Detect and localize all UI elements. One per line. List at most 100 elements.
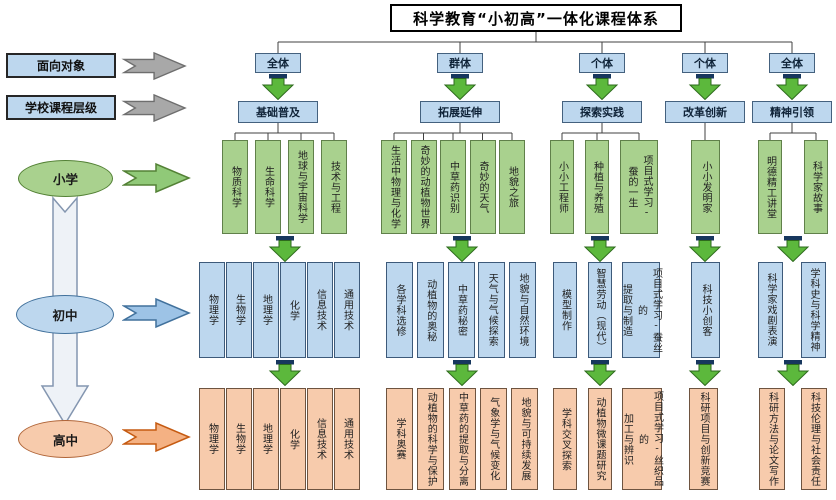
course-row: 生活中物理与化学奇妙的动植物世界中草药识别奇妙的天气地貌之旅: [381, 140, 525, 234]
audience-box: 全体: [769, 53, 815, 73]
course-box: 通用技术: [334, 388, 360, 490]
course-box: 模型制作: [553, 262, 577, 358]
level-box: 探索实践: [562, 101, 642, 123]
course-box: 生物学: [226, 262, 252, 358]
course-box: 各学科选修: [386, 262, 413, 358]
course-box: 科学家戏剧表演: [758, 262, 783, 358]
course-box: 科学家故事: [804, 140, 828, 234]
course-row: 学科交叉探索动植物微课题研究项目式学习-丝织品的 加工与辨识: [553, 388, 663, 490]
course-box: 地球与宇宙科学: [288, 140, 314, 234]
stage-arrow-icon: [122, 162, 192, 194]
level-box: 拓展延伸: [420, 101, 500, 123]
course-box: 科研项目与创新竞赛: [689, 388, 718, 490]
audience-box: 个体: [579, 53, 625, 73]
down-arrow-icon: [442, 74, 478, 100]
course-box: 中草药秘密: [447, 262, 475, 358]
course-row: 模型制作智慧劳动（现代） 项目式学习-蚕丝的 提取与制造: [553, 262, 662, 358]
course-row: 科技小创客: [691, 262, 720, 358]
course-box: 通用技术: [334, 262, 360, 358]
down-arrow-icon: [260, 74, 296, 100]
course-box: 动植物的奥秘: [416, 262, 444, 358]
audience-box: 群体: [437, 53, 483, 73]
course-box: 天气与气候探索: [478, 262, 506, 358]
course-box: 科技小创客: [691, 262, 720, 358]
down-arrow-icon: [267, 360, 303, 386]
course-row: 科学家戏剧表演学科史与科学精神: [758, 262, 826, 358]
course-row: 各学科选修动植物的奥秘中草药秘密天气与气候探索地貌与自然环境: [386, 262, 536, 358]
level-box: 改革创新: [665, 101, 745, 123]
course-box: 项目式学习- 蚕的一生: [620, 140, 658, 234]
course-box: 生物学: [226, 388, 252, 490]
course-box: 技术与工程: [321, 140, 347, 234]
gray-arrow-icon: [120, 93, 190, 123]
course-box: 中草药的提取与分离: [448, 388, 476, 490]
course-box: 生命科学: [255, 140, 281, 234]
stage-oval-junior: 初中: [16, 295, 114, 334]
row-label-audience: 面向对象: [6, 53, 116, 78]
course-box: 信息技术: [307, 388, 333, 490]
stage-oval-primary: 小学: [18, 160, 113, 197]
down-arrow-icon: [775, 360, 811, 386]
course-box: 学科史与科学精神: [801, 262, 826, 358]
course-box: 生活中物理与化学: [381, 140, 407, 234]
gray-arrow-icon: [120, 51, 190, 81]
down-arrow-icon: [687, 74, 723, 100]
course-row: 科研项目与创新竞赛: [689, 388, 718, 490]
down-arrow-icon: [584, 74, 620, 100]
course-row: 学科奥赛动植物的科学与保护中草药的提取与分离气象学与气候变化地貌与可持续发展: [386, 388, 538, 490]
course-box: 奇妙的天气: [469, 140, 496, 234]
course-box: 学科奥赛: [386, 388, 413, 490]
course-box: 项目式学习-丝织品的 加工与辨识: [622, 388, 663, 490]
course-box: 智慧劳动（现代）: [587, 262, 612, 358]
down-arrow-icon: [687, 236, 723, 262]
down-arrow-icon: [582, 236, 618, 262]
course-box: 科研方法与论文写作: [759, 388, 785, 490]
course-row: 物质科学生命科学地球与宇宙科学技术与工程: [222, 140, 347, 234]
course-box: 小小工程师: [550, 140, 574, 234]
course-row: 物理学生物学地理学化学信息技术通用技术: [199, 388, 360, 490]
course-box: 物质科学: [222, 140, 248, 234]
down-arrow-icon: [582, 360, 618, 386]
course-row: 小小发明家: [691, 140, 720, 234]
course-box: 明德精工讲堂: [758, 140, 782, 234]
down-arrow-icon: [774, 74, 810, 100]
audience-box: 个体: [682, 53, 728, 73]
course-box: 地貌之旅: [499, 140, 525, 234]
diagram-title: 科学教育“小初高”一体化课程体系: [390, 4, 682, 32]
course-box: 小小发明家: [691, 140, 720, 234]
stage-oval-senior: 高中: [18, 420, 113, 458]
course-box: 种植与养殖: [585, 140, 609, 234]
course-box: 项目式学习-蚕丝的 提取与制造: [621, 262, 662, 358]
course-box: 气象学与气候变化: [479, 388, 507, 490]
course-box: 信息技术: [307, 262, 333, 358]
down-arrow-icon: [687, 360, 723, 386]
course-box: 学科交叉探索: [553, 388, 577, 490]
course-row: 物理学生物学地理学化学信息技术通用技术: [199, 262, 360, 358]
stage-arrow-icon: [122, 421, 192, 453]
course-box: 科技伦理与社会责任: [801, 388, 827, 490]
course-box: 化学: [280, 388, 306, 490]
course-row: 小小工程师种植与养殖项目式学习- 蚕的一生: [550, 140, 658, 234]
course-box: 物理学: [199, 388, 225, 490]
course-box: 物理学: [199, 262, 225, 358]
course-row: 明德精工讲堂科学家故事: [758, 140, 828, 234]
course-row: 科研方法与论文写作科技伦理与社会责任: [759, 388, 827, 490]
course-box: 奇妙的动植物世界: [410, 140, 437, 234]
course-box: 动植物的科学与保护: [417, 388, 445, 490]
down-arrow-icon: [775, 236, 811, 262]
level-box: 精神引领: [752, 101, 832, 123]
course-box: 地理学: [253, 262, 279, 358]
down-arrow-icon: [267, 236, 303, 262]
level-box: 基础普及: [238, 101, 318, 123]
row-label-level: 学校课程层级: [6, 95, 116, 120]
course-box: 中草药识别: [440, 140, 466, 234]
down-arrow-icon: [444, 360, 480, 386]
course-box: 化学: [280, 262, 306, 358]
course-box: 地理学: [253, 388, 279, 490]
down-arrow-icon: [444, 236, 480, 262]
stage-arrow-icon: [122, 297, 192, 329]
course-box: 地貌与自然环境: [509, 262, 536, 358]
course-box: 动植物微课题研究: [587, 388, 612, 490]
audience-box: 全体: [255, 53, 301, 73]
